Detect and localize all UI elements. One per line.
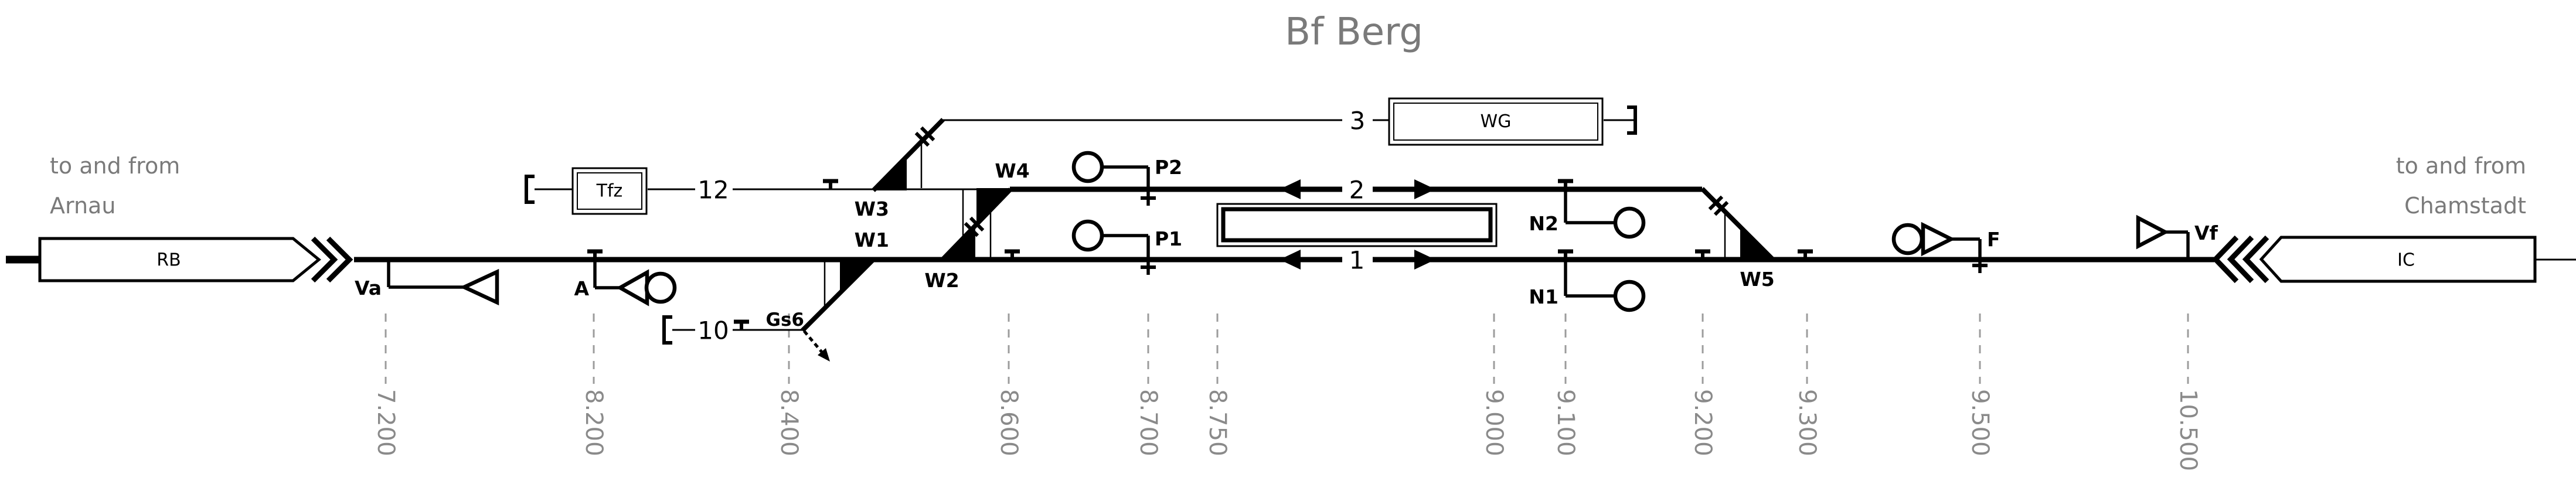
signal-N1-lamp bbox=[1613, 280, 1646, 312]
track-number-10: 10 bbox=[697, 316, 729, 345]
signal-label-Vf: Vf bbox=[2194, 222, 2218, 244]
signal-P1-lamp bbox=[1071, 219, 1104, 252]
switch-W1-diagonal bbox=[801, 258, 874, 332]
track-number-1: 1 bbox=[1349, 246, 1365, 275]
signal-A-triangle bbox=[616, 269, 649, 306]
signal-A bbox=[593, 260, 677, 306]
km-label-9.300: 9.300 bbox=[1794, 389, 1820, 456]
signal-label-P2: P2 bbox=[1155, 156, 1182, 179]
km-label-9.100: 9.100 bbox=[1552, 389, 1579, 456]
track-number-2: 2 bbox=[1349, 176, 1365, 205]
switch-W5-joint-tick bbox=[1713, 200, 1729, 216]
switch-W5-wedge bbox=[1740, 229, 1773, 261]
switch-W2-joint-tick bbox=[964, 222, 979, 237]
train-RB-chevron bbox=[326, 236, 353, 283]
switch-W5-diagonal bbox=[1700, 187, 1775, 262]
box-Tfz bbox=[571, 167, 648, 215]
signal-N2 bbox=[1564, 189, 1646, 239]
switch-W4-wedge bbox=[976, 188, 1010, 222]
km-label-9.500: 9.500 bbox=[1966, 389, 1993, 456]
platform-inner bbox=[1221, 207, 1493, 243]
signal-label-N2: N2 bbox=[1529, 212, 1558, 235]
signal-Vf-triangle bbox=[2136, 214, 2170, 250]
signal-label-F: F bbox=[1987, 228, 2000, 251]
train-RB-body bbox=[38, 237, 321, 282]
track-number-12: 12 bbox=[697, 176, 729, 205]
switch-label-W5: W5 bbox=[1740, 268, 1774, 291]
switch-label-W1: W1 bbox=[855, 229, 889, 251]
train-RB-chevron bbox=[311, 236, 338, 283]
km-label-8.200: 8.200 bbox=[580, 389, 607, 456]
direction-arrow-left bbox=[1280, 179, 1301, 199]
signal-P1 bbox=[1071, 219, 1156, 275]
km-label-10.500: 10.500 bbox=[2175, 389, 2201, 471]
signal-label-A: A bbox=[574, 277, 589, 300]
switch-W2-wedge bbox=[942, 228, 975, 261]
signal-label-Va: Va bbox=[355, 277, 382, 299]
endpoint-right-line1: to and from bbox=[2396, 153, 2526, 179]
switch-label-W2: W2 bbox=[924, 269, 959, 292]
switch-W2-joint-tick bbox=[969, 216, 985, 232]
signal-Vf bbox=[2136, 214, 2190, 260]
direction-arrow-right bbox=[1414, 250, 1435, 270]
km-label-7.200: 7.200 bbox=[372, 389, 399, 456]
derail-Gs6-dash bbox=[803, 330, 824, 355]
signal-P2 bbox=[1071, 151, 1156, 206]
box-label-WG: WG bbox=[1481, 111, 1512, 132]
signal-F-triangle bbox=[1921, 222, 1956, 257]
signal-F bbox=[1891, 222, 1988, 273]
signal-Va-triangle bbox=[460, 268, 499, 306]
km-label-9.200: 9.200 bbox=[1689, 389, 1716, 456]
switch-label-W3: W3 bbox=[855, 197, 889, 220]
box-WG bbox=[1388, 97, 1604, 146]
signal-F-lamp bbox=[1891, 223, 1924, 255]
switch-label-W4: W4 bbox=[995, 159, 1029, 182]
signal-P2-lamp bbox=[1071, 151, 1104, 183]
signal-label-N1: N1 bbox=[1529, 285, 1558, 308]
signal-A-lamp bbox=[644, 271, 677, 304]
train-IC-chevron bbox=[2211, 235, 2239, 284]
derail-Gs6-arrowhead bbox=[818, 348, 830, 362]
train-label-IC: IC bbox=[2397, 250, 2415, 271]
train-IC-chevron bbox=[2242, 235, 2269, 284]
km-label-8.700: 8.700 bbox=[1135, 389, 1162, 456]
train-IC-body bbox=[2259, 236, 2537, 283]
train-label-RB: RB bbox=[156, 250, 181, 271]
box-label-Tfz: Tfz bbox=[596, 181, 623, 202]
km-label-8.600: 8.600 bbox=[995, 389, 1022, 456]
km-label-8.750: 8.750 bbox=[1204, 389, 1231, 456]
km-label-9.000: 9.000 bbox=[1481, 389, 1508, 456]
switch-W3-diagonal bbox=[872, 118, 945, 192]
page-title: Bf Berg bbox=[1285, 11, 1423, 54]
box-WG-inner bbox=[1393, 103, 1598, 141]
switch-W1-wedge bbox=[840, 258, 873, 291]
derail-label-Gs6: Gs6 bbox=[766, 309, 804, 331]
switch-W3-wedge bbox=[873, 157, 907, 190]
switch-W3-joint-tick bbox=[914, 131, 930, 147]
box-Tfz-inner bbox=[577, 172, 642, 210]
track-number-3: 3 bbox=[1350, 107, 1366, 135]
endpoint-left-line2: Arnau bbox=[50, 193, 115, 219]
signal-label-P1: P1 bbox=[1155, 227, 1182, 250]
signal-Va bbox=[387, 260, 499, 306]
direction-arrow-right bbox=[1414, 179, 1435, 199]
endpoint-right-line2: Chamstadt bbox=[2404, 193, 2526, 219]
direction-arrow-left bbox=[1280, 250, 1301, 270]
signal-N1 bbox=[1564, 260, 1646, 312]
signal-N2-lamp bbox=[1613, 206, 1646, 239]
km-label-8.400: 8.400 bbox=[775, 389, 802, 456]
switch-W5-joint-tick bbox=[1708, 195, 1724, 211]
train-IC-chevron bbox=[2227, 235, 2254, 284]
switch-W3-joint-tick bbox=[920, 126, 935, 142]
endpoint-left-line1: to and from bbox=[50, 153, 180, 179]
